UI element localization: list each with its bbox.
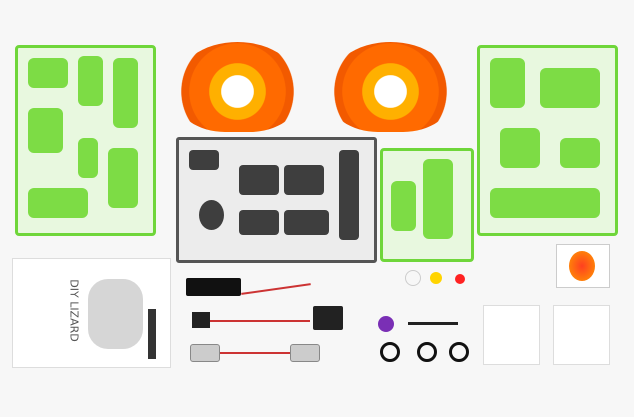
battery-box <box>186 278 241 296</box>
sticker-card <box>556 244 610 288</box>
white-panel-right <box>553 305 610 365</box>
gray-sprue <box>176 137 377 263</box>
switch <box>192 312 210 328</box>
manual-title: DIY LIZARD <box>67 279 81 342</box>
orange-wing-sheet-right <box>328 42 453 132</box>
instruction-manual: DIY LIZARD <box>12 258 171 368</box>
motor-left <box>190 344 220 362</box>
motor-right <box>290 344 320 362</box>
white-panel-left <box>483 305 540 365</box>
green-sprue-center <box>380 148 474 262</box>
green-sprue-left <box>15 45 156 236</box>
orange-wing-sheet-left <box>175 42 300 132</box>
circuit-board <box>313 306 343 330</box>
green-sprue-right <box>477 45 618 236</box>
